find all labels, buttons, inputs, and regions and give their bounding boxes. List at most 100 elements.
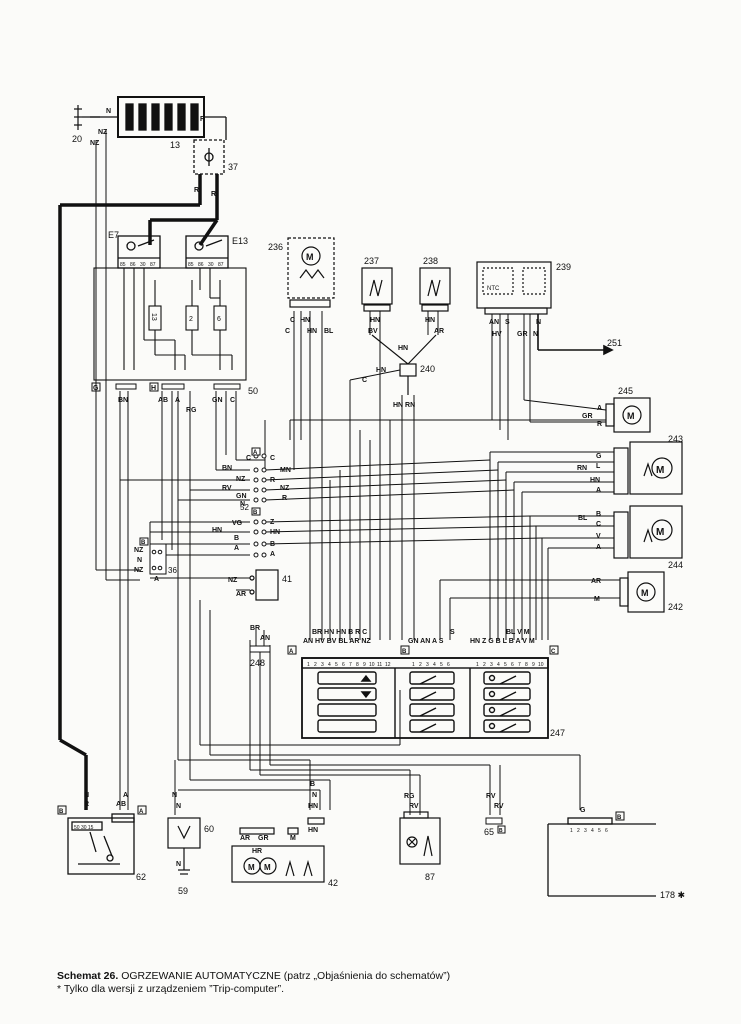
sensor-237 [361,267,393,312]
wire-r-62: R [84,801,89,808]
label-238: 238 [423,256,438,266]
sensor-238 [419,267,451,312]
wire-a-52a: A [234,545,239,552]
motor-236-m: M [306,252,314,262]
wire-hn-52b: HN [270,529,280,536]
wire-n-62: N [84,792,89,799]
wire-br-248: BR [250,625,260,632]
trip-computer-178 [547,811,656,897]
control-panel-247 [287,645,559,739]
label-247: 247 [550,728,565,738]
conn-b-247: B [402,649,407,655]
wire-c-236b: C [285,328,290,335]
pin-a4: 4 [328,662,331,668]
wire-r-52a: R [270,477,275,484]
arrow-251 [537,314,614,356]
pin-b3: 3 [426,662,429,668]
wire-a-62: A [123,792,128,799]
label-244: 244 [668,560,683,570]
wire-c-244: C [596,521,601,528]
caption: Schemat 26. OGRZEWANIE AUTOMATYCZNE (pat… [57,970,727,996]
wire-r-245: R [597,421,602,428]
motor-236 [287,237,335,308]
label-e13: E13 [232,236,248,246]
row-247-c: HN Z G B L B A V M [470,638,535,645]
label-37: 37 [228,162,238,172]
wire-n-60a: N [172,792,177,799]
wire-rg: RG [186,407,197,414]
conn-b-65: B [499,828,503,834]
motor-242-m: M [641,588,649,598]
wire-c-236a: C [290,317,295,324]
pin-a3: 3 [321,662,324,668]
wire-an-248: AN [260,635,270,642]
wire-bn: BN [118,397,128,404]
motor-42a: M [248,863,255,872]
label-e7: E7 [108,230,119,240]
motor-244-m: M [656,527,664,538]
label-248: 248 [250,658,265,668]
pin-178-3: 3 [584,828,587,834]
wire-a-245: A [597,405,602,412]
wire-r-37a: R [194,187,199,194]
wire-rn-243: RN [577,465,587,472]
wire-n-52: N [240,501,245,508]
pin-178-6: 6 [605,828,608,834]
wire-ar-242: AR [591,578,601,585]
wire-n-60b: N [176,803,181,810]
wire-a-52b: A [270,551,275,558]
wire-ab-62: AB [116,801,126,808]
wire-gr-239: GR [517,331,528,338]
wire-ar-238: AR [434,328,444,335]
module-41 [249,569,279,601]
pin-c6: 6 [511,662,514,668]
wire-bv-237: BV [368,328,378,335]
wire-ab: AB [158,397,168,404]
label-251: 251 [607,338,622,348]
wire-n-20a: N [106,108,111,115]
pin-86b: 86 [198,262,204,268]
wire-hn-240b: HN [398,345,408,352]
wire-ar-41: AR [236,591,246,598]
motor-42b: M [264,863,271,872]
connector-36 [139,537,167,575]
conn-h-50: H [151,385,156,392]
pin-a7: 7 [349,662,352,668]
label-52: 52 [240,503,249,512]
label-237: 237 [364,256,379,266]
wire-hn-236b: HN [307,328,317,335]
wire-s-247: S [450,629,455,636]
wire-rv-65a: RV [486,793,496,800]
pin-c1: 1 [476,662,479,668]
label-240: 240 [420,364,435,374]
pin-178-5: 5 [598,828,601,834]
label-42: 42 [328,878,338,888]
conn-b-62: B [59,809,64,815]
label-13: 13 [170,140,180,150]
wire-nz-20: NZ [90,140,100,147]
component-13-block [90,96,227,140]
wire-bn-52: BN [222,465,232,472]
wire-rv-65b: RV [494,803,504,810]
fuse-box [93,267,247,381]
blower-42 [231,817,325,883]
relay-e7-pins: 85 86 30 87 [120,262,156,268]
wire-rv-87: RV [409,803,419,810]
wire-an-239: AN [489,319,499,326]
fuse-2: 2 [189,316,193,323]
wire-g-243: G [596,453,602,460]
caption-title: Schemat 26. OGRZEWANIE AUTOMATYCZNE (pat… [57,970,727,983]
wire-hn-236: HN [300,317,310,324]
pin-85: 85 [120,262,126,268]
pin-30: 30 [140,262,146,268]
wire-nz-52a: NZ [236,476,246,483]
wire-bl-244: BL [578,515,588,522]
wire-a-36: A [154,576,159,583]
pin-a12: 12 [385,662,391,668]
label-20: 20 [72,134,82,144]
motor-244 [613,505,683,559]
pin-a6: 6 [342,662,345,668]
conn-c-247: C [551,649,556,655]
row-247-b: GN AN A S [408,638,444,645]
